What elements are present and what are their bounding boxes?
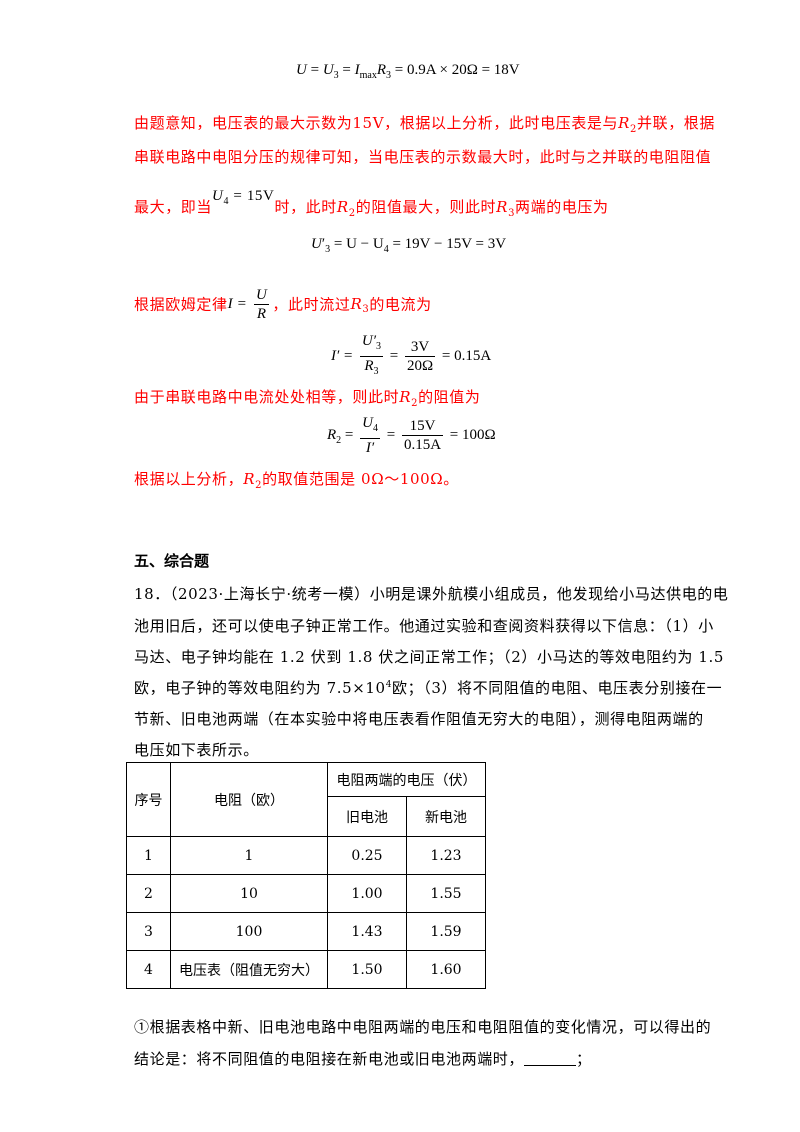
inline-equation-u4: U4 = 15V — [212, 188, 275, 207]
table-cell-new: 1.59 — [406, 912, 486, 951]
table-cell-old: 1.50 — [327, 950, 407, 989]
question-text-line: 18．（2023·上海长宁·统考一模）小明是课外航模小组成员，他发现给小马达供电… — [134, 585, 729, 603]
equation-r3-voltage: U′3 = U − U4 = 19V − 15V = 3V — [311, 236, 507, 255]
question-text-line: 节新、旧电池两端（在本实验中将电压表看作阻值无穷大的电阻），测得电阻两端的 — [134, 710, 704, 728]
solution-paragraph-line: 由题意知，电压表的最大示数为15V，根据以上分析，此时电压表是与R2并联，根据 — [134, 114, 716, 135]
table-cell-old: 1.00 — [327, 874, 407, 913]
table-row: 1 1 0.25 1.23 — [126, 836, 486, 875]
table-cell-old: 1.43 — [327, 912, 407, 951]
table-row: 2 10 1.00 1.55 — [126, 874, 486, 913]
table-header-resistance: 电阻（欧） — [170, 762, 328, 837]
table-cell-index: 4 — [126, 950, 171, 989]
section-title: 五、综合题 — [134, 552, 210, 570]
table-header-index: 序号 — [126, 762, 171, 837]
solution-paragraph-line: 串联电路中电阻分压的规律可知，当电压表的示数最大时，此时与之并联的电阻阻值 — [134, 148, 712, 166]
table-cell-index: 1 — [126, 836, 171, 875]
table-cell-old: 0.25 — [327, 836, 407, 875]
table-row: 4 电压表（阻值无穷大） 1.50 1.60 — [126, 950, 486, 989]
question-text-line: 电压如下表所示。 — [134, 741, 259, 759]
table-cell-new: 1.23 — [406, 836, 486, 875]
question-text-line: 欧，电子钟的等效电阻约为 7.5×104欧；（3）将不同阻值的电阻、电压表分别接… — [134, 679, 723, 697]
table-cell-new: 1.60 — [406, 950, 486, 989]
table-cell-resistance: 1 — [170, 836, 328, 875]
subquestion-text-line: 结论是：将不同阻值的电阻接在新电池或旧电池两端时，； — [134, 1050, 592, 1068]
question-text-line: 马达、电子钟均能在 1.2 伏到 1.8 伏之间正常工作；（2）小马达的等效电阻… — [134, 648, 725, 666]
table-cell-new: 1.55 — [406, 874, 486, 913]
table-row: 3 100 1.43 1.59 — [126, 912, 486, 951]
solution-paragraph-line: 由于串联电路中电流处处相等，则此时R2的阻值为 — [134, 388, 481, 409]
solution-paragraph-line: 最大，即当U4 = 15V时，此时R2的阻值最大，则此时R3两端的电压为 — [134, 188, 609, 219]
subquestion-text-line: ①根据表格中新、旧电池电路中电阻两端的电压和电阻阻值的变化情况，可以得出的 — [134, 1018, 712, 1036]
table-header-old-battery: 旧电池 — [327, 796, 407, 837]
table-cell-resistance: 10 — [170, 874, 328, 913]
table-cell-index: 2 — [126, 874, 171, 913]
solution-paragraph-line: 根据以上分析，R2的取值范围是 0Ω～100Ω。 — [134, 470, 459, 491]
table-header-new-battery: 新电池 — [406, 796, 486, 837]
question-text-line: 池用旧后，还可以使电子钟正常工作。他通过实验和查阅资料获得以下信息：（1）小 — [134, 617, 714, 635]
answer-blank[interactable] — [524, 1051, 577, 1066]
table-cell-index: 3 — [126, 912, 171, 951]
equation-source-voltage: U = U3 = ImaxR3 = 0.9A × 20Ω = 18V — [296, 62, 520, 81]
voltage-data-table: 序号 电阻（欧） 电阻两端的电压（伏） 旧电池 新电池 1 1 0.25 1.2… — [126, 762, 486, 989]
table-header-voltage: 电阻两端的电压（伏） — [327, 762, 486, 797]
table-cell-resistance: 电压表（阻值无穷大） — [170, 950, 328, 989]
table-cell-resistance: 100 — [170, 912, 328, 951]
